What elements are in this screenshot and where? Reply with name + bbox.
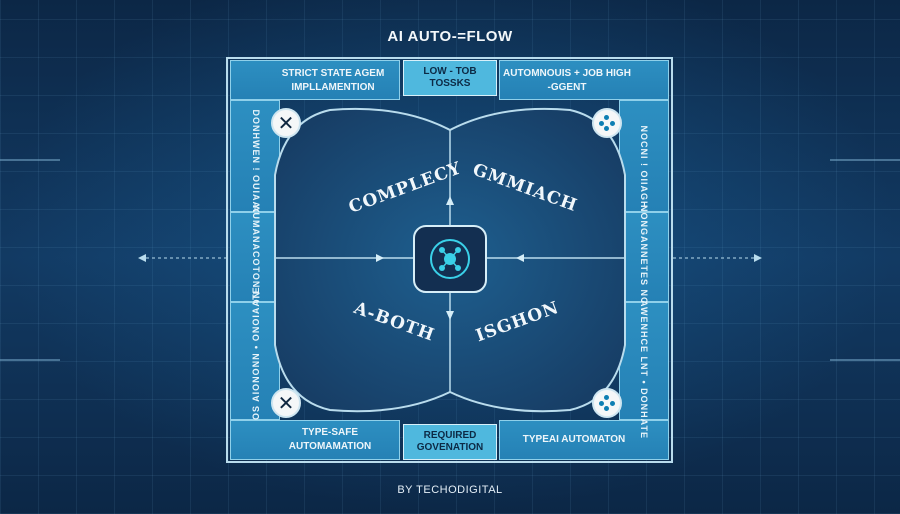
top-right-label: AUTOMNOUIS + JOB HIGH -GGENT [503,68,631,93]
network-nodes-icon [592,108,622,138]
network-nodes-icon [592,388,622,418]
bottom-right-panel [499,420,669,460]
left-middle-panel [230,212,280,302]
top-left-panel [230,60,400,100]
close-icon: ✕ [271,108,301,138]
ai-hub-icon [413,225,487,293]
bottom-center-tag: REQUIRED GOVENATION [403,424,497,460]
right-upper-panel [619,100,669,212]
bottom-left-label: TYPE-SAFE AUTOMAMATION [288,427,372,452]
bottom-right-label: TYPEAI AUTOMATON [522,434,626,445]
close-icon: ✕ [271,388,301,418]
right-lower-panel [619,302,669,420]
footer-credit: BY TECHODIGITAL [397,484,503,496]
diagram-title: AI AUTO-=FLOW [387,28,513,45]
top-right-panel [499,60,669,100]
matrix-frame [226,57,673,463]
top-center-tag: LOW - TOB TOSSKS [403,60,497,96]
top-left-label: STRICT STATE AGEM IMPLLAMENTION [281,68,385,93]
bottom-left-panel [230,420,400,460]
